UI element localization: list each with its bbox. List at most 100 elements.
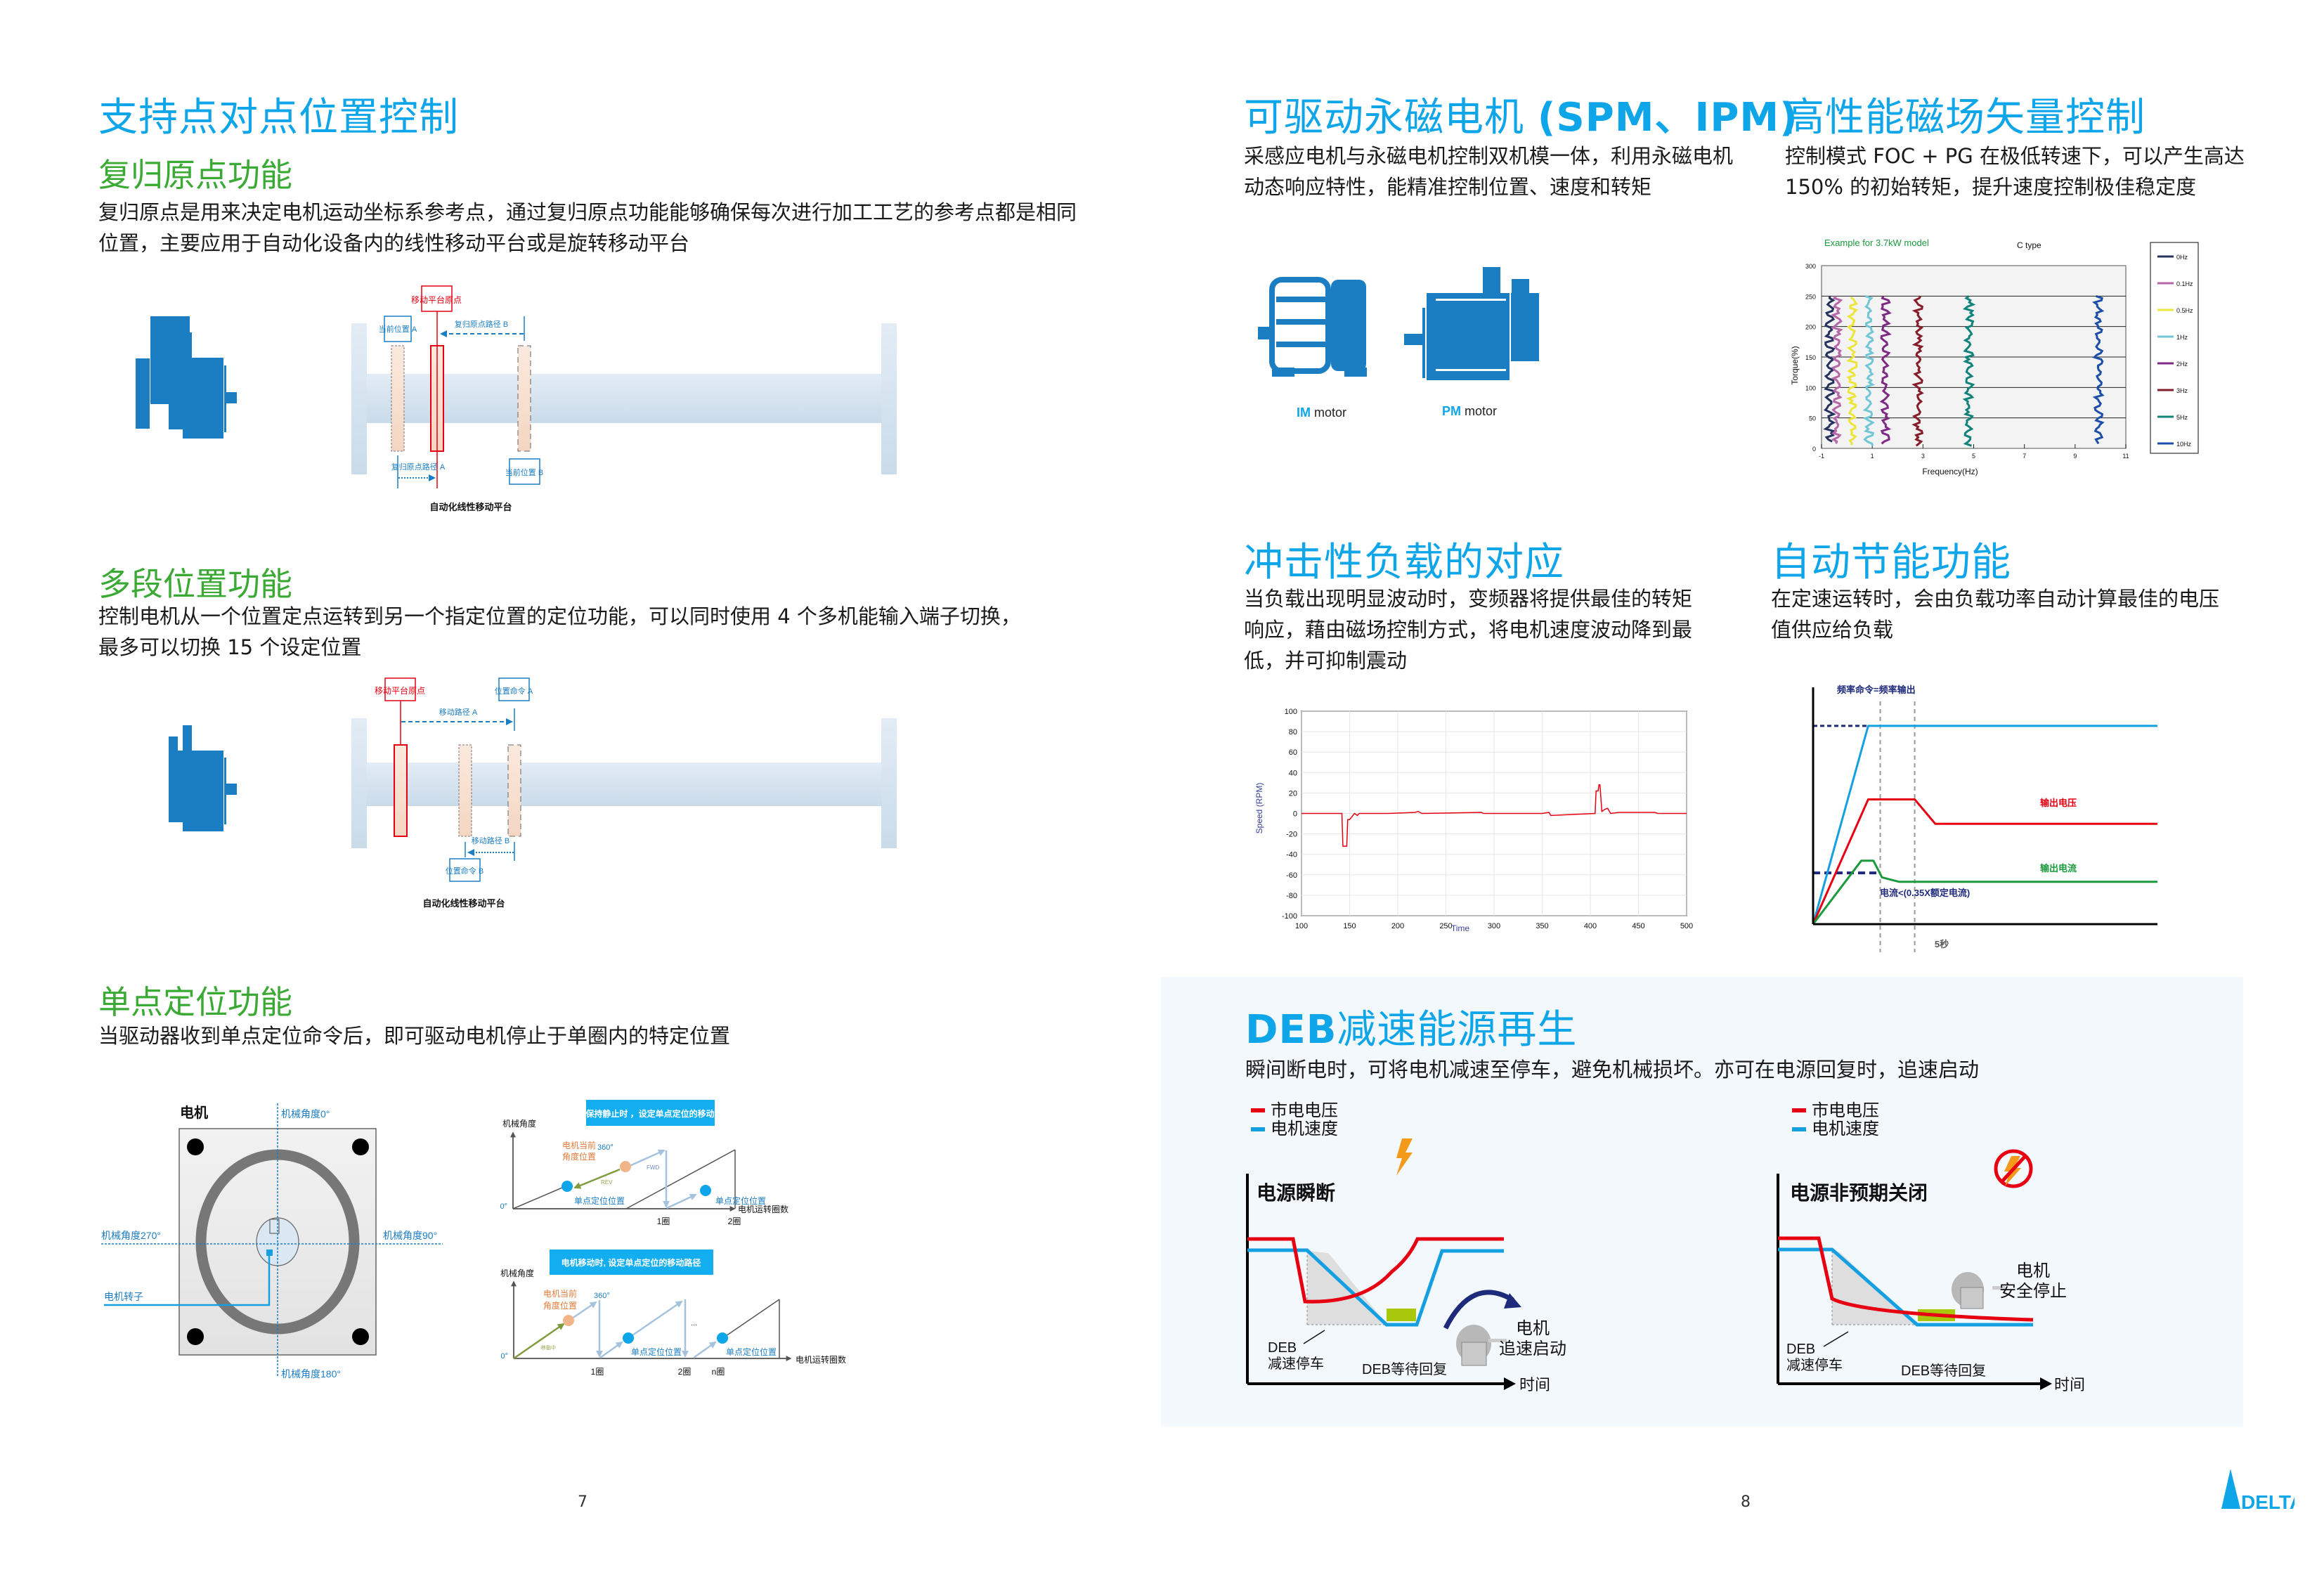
linear-rail bbox=[351, 718, 897, 848]
deb-panel-unexpected-shutdown: 市电电压 电机速度 时间 电源非预期关闭 电机 安全停止 DEB 减速停车 DE… bbox=[1777, 1101, 2085, 1394]
y-tick-label: -40 bbox=[1286, 851, 1297, 859]
legend-label: 0.5Hz bbox=[2176, 307, 2193, 314]
stop-label-2: 单点定位位置 bbox=[715, 1195, 766, 1206]
torque-x-label: Frequency(Hz) bbox=[1922, 467, 1978, 476]
legend-label: 2Hz bbox=[2176, 361, 2188, 368]
energy-title: 自动节能功能 bbox=[1771, 540, 2011, 585]
series-2Hz bbox=[1879, 295, 1892, 445]
move-path-b-label: 移动路径 B bbox=[472, 836, 509, 845]
x-tick-label: 7 bbox=[2023, 453, 2026, 460]
motor-photo-icon bbox=[1456, 1325, 1507, 1366]
decel-label-2: 减速停车 bbox=[1786, 1357, 1843, 1373]
voltage-label: 输出电压 bbox=[2040, 798, 2077, 808]
energy-plot-area bbox=[1812, 687, 2157, 952]
origin-label-box bbox=[421, 285, 453, 312]
time-arrow-icon bbox=[2040, 1377, 2052, 1390]
carriage-origin bbox=[394, 744, 408, 837]
command-a-label: 位置命令 A bbox=[495, 686, 533, 696]
wait-label: DEB等待回复 bbox=[1362, 1361, 1447, 1377]
homing-path-a-label: 复归原点路径 A bbox=[391, 462, 446, 472]
current-position-marker bbox=[620, 1161, 631, 1172]
im-motor-label: IM motor bbox=[1297, 405, 1346, 420]
moving-y-label: 机械角度 bbox=[500, 1268, 534, 1278]
pm-motor-body-line2: 动态响应特性，能精准控制位置、速度和转矩 bbox=[1244, 175, 1652, 199]
legend-label: 3Hz bbox=[2176, 387, 2188, 394]
page-number-right: 8 bbox=[1741, 1493, 1751, 1511]
interval-label: 5秒 bbox=[1935, 939, 1949, 949]
y-tick-label: 100 bbox=[1805, 384, 1816, 391]
impact-body-line3: 低，并可抑制震动 bbox=[1244, 649, 1408, 673]
x-tick-label: 11 bbox=[2122, 453, 2129, 460]
legend-label: 5Hz bbox=[2176, 414, 2188, 421]
torque-chart-title: Example for 3.7kW model bbox=[1824, 238, 1929, 248]
x-tick-label: 400 bbox=[1584, 922, 1597, 930]
angle-180-label: 机械角度180° bbox=[281, 1368, 341, 1380]
y-tick-label: 20 bbox=[1289, 789, 1297, 798]
carriage-command-b bbox=[458, 744, 472, 837]
series-频率输出 bbox=[1812, 725, 2157, 925]
carriage-position-b bbox=[517, 345, 531, 452]
static-current-1: 电机当前 bbox=[562, 1140, 596, 1150]
moving-chart-banner bbox=[550, 1250, 713, 1275]
position-b-label: 当前位置 B bbox=[505, 467, 543, 477]
delta-logo: DELTA bbox=[2221, 1469, 2294, 1513]
torque-frequency-chart: Example for 3.7kW model C type 050100150… bbox=[1790, 238, 2199, 476]
legend-label: 0Hz bbox=[2176, 254, 2188, 261]
stop-label-2: 单点定位位置 bbox=[726, 1346, 777, 1357]
angle-270-label: 机械角度270° bbox=[101, 1230, 161, 1241]
energy-freq-label: 频率命令=频率输出 bbox=[1837, 684, 1916, 695]
deb-panel-instant-outage: 市电电压 电机速度 时间 电源瞬断 DEB 减速停车 DEB等待回复 电机 追速… bbox=[1246, 1101, 1566, 1394]
motor-label-2: 追速启动 bbox=[1499, 1339, 1566, 1358]
motor-label-1: 电机 bbox=[1516, 1319, 1550, 1338]
current-position-marker bbox=[563, 1315, 574, 1326]
rotor-label: 电机转子 bbox=[104, 1291, 143, 1302]
x-tick-label: 350 bbox=[1536, 922, 1548, 930]
foc-body: 控制模式 FOC + PG 在极低转速下，可以产生高达 150% 的初始转矩，提… bbox=[1785, 141, 2245, 202]
pm-motor-body-line1: 采感应电机与永磁电机控制双机模一体，利用永磁电机 bbox=[1244, 144, 1734, 168]
bolt-hole bbox=[187, 1328, 204, 1345]
angle-0-label: 机械角度0° bbox=[281, 1108, 330, 1120]
single-point-heading: 单点定位功能 bbox=[98, 983, 292, 1021]
pm-motor-title-paren: (SPM、IPM) bbox=[1537, 95, 1798, 141]
bolt-hole bbox=[352, 1328, 369, 1345]
torque-chart-subtitle: C type bbox=[2017, 240, 2041, 250]
static-banner-text: 电机保持静止时 ，设定单点定位的移动路径 bbox=[569, 1108, 731, 1119]
homing-path-b-label: 复归原点路径 B bbox=[455, 319, 508, 329]
impact-body: 当负载出现明显波动时，变频器将提供最佳的转矩 响应，藉由磁场控制方式，将电机速度… bbox=[1244, 583, 1692, 676]
panel2-title: 电源非预期关闭 bbox=[1790, 1182, 1928, 1204]
single-point-static-chart: 电机保持静止时 ，设定单点定位的移动路径 机械角度 电机运转圈数 0° 360°… bbox=[500, 1100, 788, 1226]
stop-position-marker bbox=[700, 1185, 711, 1196]
moving-label: 移動中 bbox=[541, 1344, 556, 1351]
deb-wait-indicator bbox=[1387, 1309, 1416, 1321]
bolt-hole bbox=[187, 1138, 204, 1155]
static-chart-banner bbox=[586, 1100, 715, 1126]
decel-label-2: 减速停车 bbox=[1268, 1356, 1324, 1372]
im-motor-icon bbox=[1258, 277, 1367, 377]
energy-body: 在定速运转时，会由负载功率自动计算最佳的电压 值供应给负载 bbox=[1771, 583, 2219, 645]
angle-90-label: 机械角度90° bbox=[383, 1230, 437, 1241]
ellipsis: ... bbox=[691, 1319, 697, 1328]
current-label: 输出电流 bbox=[2040, 863, 2077, 874]
y-tick-label: 50 bbox=[1809, 415, 1816, 422]
y-tick-label: 250 bbox=[1805, 293, 1816, 300]
energy-body-line2: 值供应给负载 bbox=[1771, 618, 1894, 642]
moving-360: 360° bbox=[594, 1292, 610, 1300]
homing-body-line2: 位置，主要应用于自动化设备内的线性移动平台或是旋转移动平台 bbox=[98, 231, 690, 255]
series-输出电压 bbox=[1812, 798, 2157, 925]
moving-zero: 0° bbox=[500, 1352, 508, 1361]
moving-tick-2: 2圈 bbox=[678, 1367, 692, 1377]
multistep-heading: 多段位置功能 bbox=[98, 565, 292, 603]
foc-title: 高性能磁场矢量控制 bbox=[1785, 95, 2146, 141]
y-tick-label: 300 bbox=[1805, 263, 1816, 270]
series-0.1Hz bbox=[1831, 295, 1843, 444]
deb-title: DEB减速能源再生 bbox=[1245, 998, 1577, 1055]
motor-speed-line bbox=[1247, 1248, 1504, 1327]
legend-label: 1Hz bbox=[2176, 334, 2188, 341]
static-current-2: 角度位置 bbox=[562, 1151, 596, 1162]
decel-label-1: DEB bbox=[1786, 1342, 1815, 1357]
decel-label-1: DEB bbox=[1268, 1340, 1297, 1356]
stop-position-marker bbox=[623, 1332, 634, 1344]
page-number-left: 7 bbox=[578, 1493, 588, 1511]
deb-section bbox=[1161, 977, 2243, 1427]
